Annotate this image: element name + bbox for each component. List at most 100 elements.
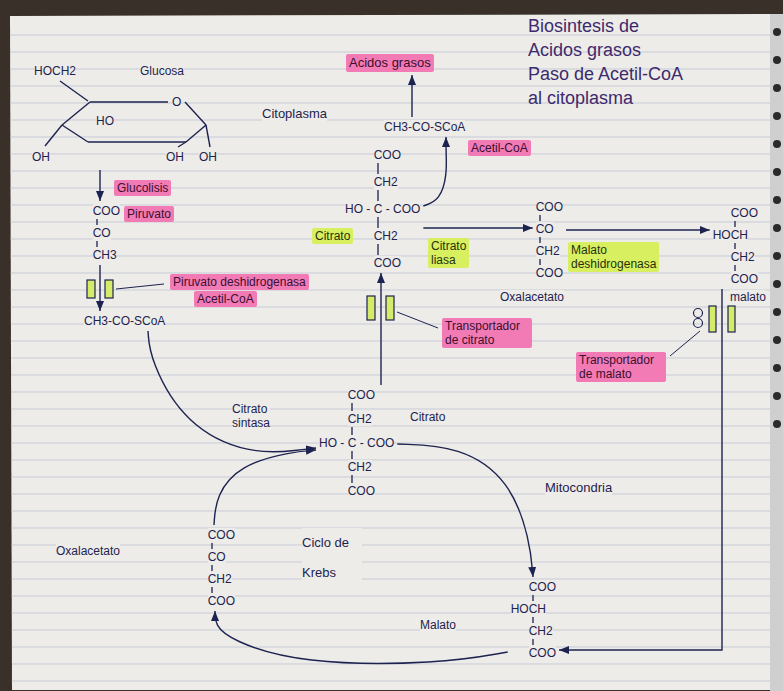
bond (351, 451, 352, 459)
transporter-loop (694, 309, 703, 318)
formula-line: HO - C - COO (345, 202, 420, 216)
spiral-strip (770, 14, 783, 691)
bond (211, 565, 212, 571)
molecule-structure: COOHOCHCH2COO (710, 203, 761, 289)
formula-line: CH2 (374, 229, 398, 243)
molecule-name: Piruvato (124, 206, 174, 222)
reaction-arrow (411, 75, 412, 117)
formula-line: CO (208, 550, 226, 564)
formula-line: CH2 (374, 175, 398, 189)
formula-line: CH3-CO-SCoA (384, 120, 465, 134)
formula-line: CO (93, 226, 111, 240)
bond (96, 241, 97, 247)
molecule-name: Citrato (312, 228, 353, 244)
highlight-box: Acetil-CoA (465, 137, 534, 159)
leader-line (116, 284, 164, 289)
formula-line: CH3 (93, 248, 117, 262)
reaction-arrow (148, 331, 316, 452)
glucose-atom: OH (32, 150, 50, 164)
transporter-bar (728, 306, 735, 332)
ring-bond (88, 141, 186, 142)
annotation-label: Oxalacetato (500, 290, 564, 304)
spiral-hole (773, 196, 781, 204)
ring-bond (206, 125, 210, 147)
bond (96, 219, 97, 225)
bond (532, 595, 533, 601)
highlight-box: Acidos grasos (343, 51, 437, 75)
bond (734, 265, 735, 271)
annotation-label: Citoplasma (262, 106, 327, 122)
ruled-lines (10, 28, 772, 690)
spiral-hole (773, 280, 781, 288)
reaction-arrow (566, 229, 710, 230)
bond (377, 217, 378, 228)
spiral-hole (773, 168, 781, 176)
formula-line: CH2 (348, 460, 372, 474)
bond (211, 543, 212, 549)
highlight-box: Piruvato deshidrogenasaAcetil-CoA (167, 271, 312, 310)
formula-line: CH2 (731, 250, 755, 264)
spiral-hole (773, 224, 781, 232)
bond (377, 244, 378, 255)
enzyme-name: Piruvato deshidrogenasa (170, 274, 309, 290)
bond (377, 163, 378, 174)
formula-line: CO (536, 222, 554, 236)
formula-line: COO (208, 594, 235, 608)
highlight-box: Citrato (309, 225, 356, 247)
formula-line: COO (529, 646, 556, 660)
transporter-name: Transportador de citrato (442, 318, 532, 348)
annotation-label: malato (730, 290, 766, 304)
molecule-structure: COOCH2HO - C - COOCH2COO (316, 385, 397, 501)
molecule-structure: COOHOCHCH2COO (508, 577, 559, 663)
formula-line: COO (374, 148, 401, 162)
molecule-structure: COOCOCH2COO (533, 197, 566, 283)
formula-line: CH2 (208, 572, 232, 586)
reaction-arrow (397, 444, 533, 577)
annotation-label: Citrato (410, 410, 445, 424)
highlight-box: Transportador de malato (573, 349, 669, 385)
reaction-arrow (214, 450, 316, 525)
spiral-hole (773, 420, 781, 428)
ring-bond (186, 125, 206, 142)
formula-line: COO (93, 204, 120, 218)
formula-line: COO (536, 266, 563, 280)
spiral-hole (773, 364, 781, 372)
leader-line (670, 331, 700, 356)
bond (539, 237, 540, 243)
bond (211, 587, 212, 593)
annotation-label: Malato (420, 618, 456, 632)
formula-line: COO (536, 200, 563, 214)
formula-line: COO (208, 528, 235, 542)
spiral-hole (773, 336, 781, 344)
formula-line: COO (731, 206, 758, 220)
molecule-structure: COO CO CH3 (90, 201, 123, 265)
transporter-bar (105, 280, 113, 298)
glucose-atom: OH (199, 150, 217, 164)
page-title: Biosintesis de Acidos grasos Paso de Ace… (528, 14, 683, 110)
bond (734, 243, 735, 249)
highlight-box: Malato deshidrogenasa (565, 239, 662, 275)
glucose-ring: HOCH2GlucosaOHOOHOHOH (28, 60, 226, 170)
spiral-hole (773, 308, 781, 316)
bond (351, 427, 352, 435)
formula-line: COO (374, 256, 401, 270)
annotation-label: Citrato sintasa (232, 402, 270, 430)
ring-bond (178, 142, 186, 147)
product-name: Acidos grasos (346, 54, 434, 72)
formula-line: COO (348, 484, 375, 498)
annotation-label: Oxalacetato (56, 544, 120, 558)
ring-bond (62, 125, 88, 142)
paper-sheet (10, 14, 772, 690)
formula-line: CH2 (536, 244, 560, 258)
highlight-box: Glucolisis (111, 177, 174, 199)
formula-line: COO (348, 388, 375, 402)
transporter-bar (367, 296, 375, 320)
bond (377, 190, 378, 201)
bond (532, 639, 533, 645)
enzyme-name: Citrato liasa (428, 238, 469, 268)
bond (539, 259, 540, 265)
spiral-hole (773, 392, 781, 400)
